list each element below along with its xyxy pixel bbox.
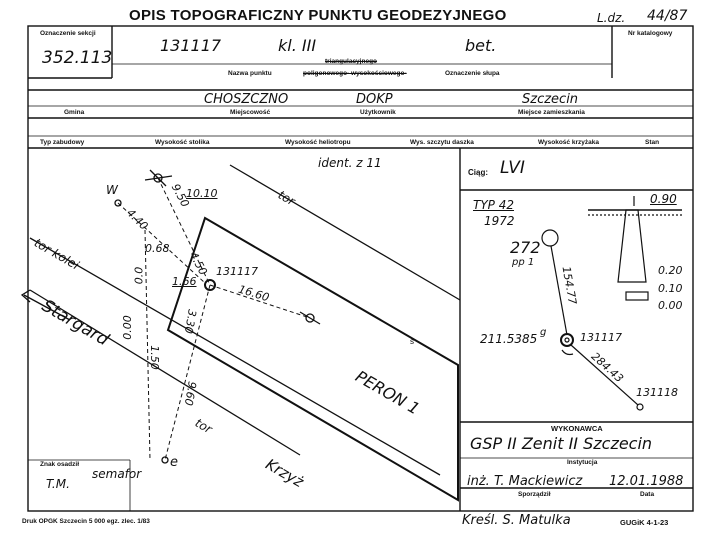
traverse-point-1: 131117 [580, 331, 622, 344]
sketch-point-number: 131117 [216, 265, 258, 278]
depth-1: 0.20 [658, 264, 683, 277]
point-class: kl. III [278, 36, 317, 55]
label-w: W [106, 183, 118, 197]
col-wys-daszka: Wys. szczytu daszka [410, 139, 474, 146]
marker-year: 1972 [484, 214, 515, 228]
section-label: Oznaczenie sekcji [40, 30, 96, 37]
distance-9: 0.00 [120, 315, 134, 340]
ldz-value: 44/87 [647, 8, 688, 24]
sketch-drawing [20, 164, 461, 502]
gmina-label: Gmina [64, 109, 85, 116]
ciag-value: LVI [500, 158, 525, 178]
institution-value: GSP II Zenit II Szczecin [470, 434, 653, 453]
sign-value: T.M. [46, 477, 70, 491]
author-value: inż. T. Mackiewicz [467, 474, 583, 489]
ciag-label: Ciąg: [468, 168, 488, 177]
marker-section [588, 196, 682, 301]
station-number: 272 [510, 238, 541, 257]
point-marker: bet. [465, 36, 497, 55]
marker-type: TYP 42 [473, 198, 514, 212]
uzytkownik-label: Użytkownik [360, 109, 396, 116]
institution-label: Instytucja [567, 459, 598, 466]
label-s: s [410, 337, 414, 346]
sketch-ident: ident. z 11 [318, 156, 382, 170]
depth-0: 0.90 [650, 192, 677, 206]
traverse-angle-unit: g [540, 327, 547, 338]
point-type-bottom: poligonowego- wysokościowego- [303, 70, 407, 77]
author-label: Sporządził [518, 491, 551, 498]
ldz-label: L.dz. [597, 11, 626, 25]
station-sub: pp 1 [512, 257, 535, 268]
miejsce-label: Miejsce zamieszkania [518, 109, 585, 116]
traverse-drawing [541, 229, 644, 411]
date-value: 12.01.1988 [609, 474, 684, 489]
form-title: OPIS TOPOGRAFICZNY PUNKTU GEODEZYJNEGO [129, 7, 507, 24]
distance-8: 0.0 [132, 266, 146, 285]
distance-11: 1.50 [147, 345, 161, 370]
marker-label: Oznaczenie słupa [445, 70, 500, 77]
executor-label: WYKONAWCA [551, 424, 603, 433]
distance-6: 1.66 [172, 275, 197, 288]
point-name-label: Nazwa punktu [228, 70, 272, 77]
col-wys-heliotropu: Wysokość heliotropu [285, 139, 351, 146]
catalog-label: Nr katalogowy [628, 30, 673, 37]
kresil: Kreśl. S. Matulka [462, 513, 571, 528]
miejscowosc-value: CHOSZCZNO [204, 92, 289, 107]
distance-4: 0.68 [145, 242, 170, 255]
date-label: Data [640, 491, 655, 498]
col-wys-stolika: Wysokość stolika [155, 139, 210, 146]
label-semafor: semafor [92, 467, 142, 481]
section-value: 352.113 [42, 48, 113, 68]
form-frame [27, 25, 694, 512]
print-note: Druk OPGK Szczecin 5 000 egz. zlec. 1/83 [22, 518, 150, 525]
distance-2: 10.10 [186, 187, 218, 200]
col-stan: Stan [645, 139, 660, 146]
label-e: e [170, 455, 178, 470]
miejscowosc-label: Miejscowość [230, 109, 271, 116]
point-number: 131117 [160, 36, 222, 55]
depth-3: 0.00 [658, 299, 683, 312]
point-type-top: triangulacyjnego [325, 58, 378, 65]
miejsce-value: Szczecin [522, 92, 579, 107]
col-wys-krzyzaka: Wysokość krzyżaka [538, 139, 599, 146]
depth-2: 0.10 [658, 282, 683, 295]
sign-label: Znak osadził [40, 461, 80, 468]
traverse-point-2: 131118 [636, 386, 678, 399]
col-typ-zabudowy: Typ zabudowy [40, 139, 85, 146]
form-code: GUGiK 4-1-23 [620, 518, 669, 527]
traverse-angle: 211.5385 [480, 332, 538, 346]
uzytkownik-value: DOKP [356, 92, 393, 107]
